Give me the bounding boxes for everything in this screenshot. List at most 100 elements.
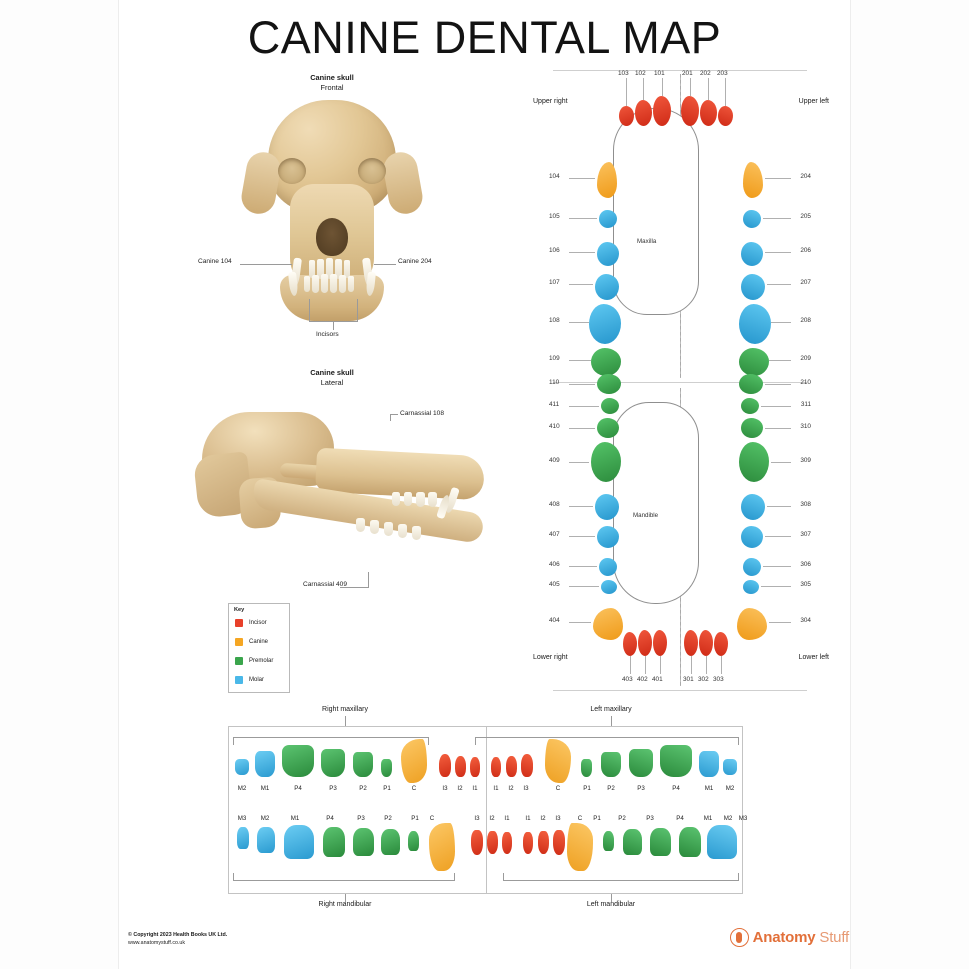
code-mx-r-P3: P3: [329, 785, 337, 792]
incisor-bracket-left: [309, 299, 310, 321]
tooth-icon-mx-r-P4: [282, 745, 314, 777]
code-mx-r-I2: I2: [457, 785, 463, 792]
tooth-101: [653, 96, 671, 126]
lateral-caption: Canine skull Lateral: [232, 368, 432, 388]
code-md-r-M2: M2: [260, 815, 270, 822]
tooth-icon-md-r-M1: [284, 825, 314, 859]
code-304: 304: [800, 617, 811, 624]
code-md-r-P1: P1: [411, 815, 419, 822]
label-carnassial-409: Carnassial 409: [303, 581, 347, 588]
incisor-bracket-right: [357, 299, 358, 321]
code-202: 202: [700, 70, 711, 77]
code-105: 105: [549, 213, 560, 220]
tooth-icon-md-l-P4: [679, 827, 701, 857]
tooth-411: [601, 398, 619, 414]
code-402: 402: [637, 676, 648, 683]
key-swatch-canine: [235, 638, 243, 646]
code-208: 208: [800, 317, 811, 324]
caption-right-mandibular: Right mandibular: [318, 901, 372, 908]
code-mx-l-P4: P4: [672, 785, 680, 792]
code-mx-r-P1: P1: [383, 785, 391, 792]
tooth-icon-md-l-I1b: [523, 832, 533, 854]
tooth-icon-mx-l-I2: [506, 756, 517, 777]
tooth-202: [700, 100, 717, 126]
code-mx-l-C: C: [555, 785, 561, 792]
tooth-icon-mx-l-I3: [521, 754, 533, 777]
key-label-canine: Canine: [249, 639, 269, 645]
tooth-icon-md-r-M3: [237, 827, 249, 849]
code-403: 403: [622, 676, 633, 683]
code-406: 406: [549, 561, 560, 568]
tooth-304: [737, 608, 767, 640]
code-308: 308: [800, 501, 811, 508]
anatomystuff-logo[interactable]: Anatomy Stuff: [729, 928, 849, 947]
code-mx-l-P1: P1: [583, 785, 591, 792]
tooth-icon-mx-l-C: [545, 739, 571, 783]
tooth-203: [718, 106, 733, 126]
key-item-incisor: Incisor: [235, 619, 267, 627]
key-swatch-molar: [235, 676, 243, 684]
code-md-l-P2: P2: [618, 815, 626, 822]
key-swatch-premolar: [235, 657, 243, 665]
leader-carnassial-409-stem: [368, 572, 369, 588]
tooth-icon-mx-l-M1: [699, 751, 719, 777]
stem-right-mandibular: [345, 891, 346, 902]
code-103: 103: [618, 70, 629, 77]
bracket-right-mandibular: [233, 873, 455, 881]
tooth-icon-md-r-M2: [257, 827, 275, 853]
code-mx-l-M1: M1: [704, 785, 714, 792]
code-309: 309: [800, 457, 811, 464]
code-409: 409: [549, 457, 560, 464]
leader-carnassial-108: [390, 414, 398, 415]
tooth-104: [597, 162, 617, 198]
tooth-209: [739, 348, 769, 376]
tooth-icon-mx-r-M1: [255, 751, 275, 777]
brand-primary: Anatomy: [752, 929, 816, 946]
frontal-caption-name: Canine skull: [310, 73, 354, 82]
code-md-l-P4: P4: [676, 815, 684, 822]
tooth-icon-md-l-C: [567, 823, 593, 871]
left-margin: [0, 0, 119, 969]
code-mx-r-P2: P2: [359, 785, 367, 792]
code-209: 209: [800, 355, 811, 362]
dental-arch-diagram: Maxilla Mandible Upper right Upper left …: [533, 70, 829, 691]
tooth-302: [699, 630, 713, 656]
label-canine-104: Canine 104: [198, 258, 232, 265]
label-lower-left: Lower left: [798, 654, 829, 661]
leader-canine-204: [374, 264, 396, 265]
tooth-icon-mx-l-P4: [660, 745, 692, 777]
code-mx-r-M2: M2: [237, 785, 247, 792]
label-incisors: Incisors: [316, 331, 339, 338]
code-mx-r-C: C: [411, 785, 417, 792]
tooth-icon-md-l-I2b: [538, 831, 549, 854]
canine-skull-lateral-illustration: [192, 400, 496, 580]
tooth-208: [739, 304, 771, 344]
tooth-icon-md-l-P3: [650, 828, 671, 856]
tooth-icon-mx-r-P2: [353, 752, 373, 777]
code-md-r-M3: M3: [237, 815, 247, 822]
label-upper-left: Upper left: [798, 98, 829, 105]
code-md-l-C: C: [577, 815, 583, 822]
copyright-line: © Copyright 2023 Health Books UK Ltd.: [128, 932, 228, 938]
tooth-icon-mx-l-P3: [629, 749, 653, 777]
tooth-icon-md-r-P2: [381, 829, 400, 855]
caption-right-maxillary: Right maxillary: [322, 706, 368, 713]
tooth-410: [597, 418, 619, 438]
label-canine-204: Canine 204: [398, 258, 432, 265]
tooth-207: [741, 274, 765, 300]
tooth-407: [597, 526, 619, 548]
code-md-r-M1: M1: [290, 815, 300, 822]
tooth-404: [593, 608, 623, 640]
tooth-row-panel: M2 M1 P4 P3 P2 P1 C I3 I2 I1 I1 I2 I3 C …: [228, 726, 747, 894]
tooth-307: [741, 526, 763, 548]
code-207: 207: [800, 279, 811, 286]
code-md-r-P2: P2: [384, 815, 392, 822]
code-md-l-I2: I2: [540, 815, 546, 822]
tooth-105: [599, 210, 617, 228]
tooth-201: [681, 96, 699, 126]
code-203: 203: [717, 70, 728, 77]
code-301: 301: [683, 676, 694, 683]
tooth-icon-md-r-I3b: [471, 830, 483, 855]
stem-left-maxillary: [611, 716, 612, 727]
code-mx-r-M1: M1: [260, 785, 270, 792]
